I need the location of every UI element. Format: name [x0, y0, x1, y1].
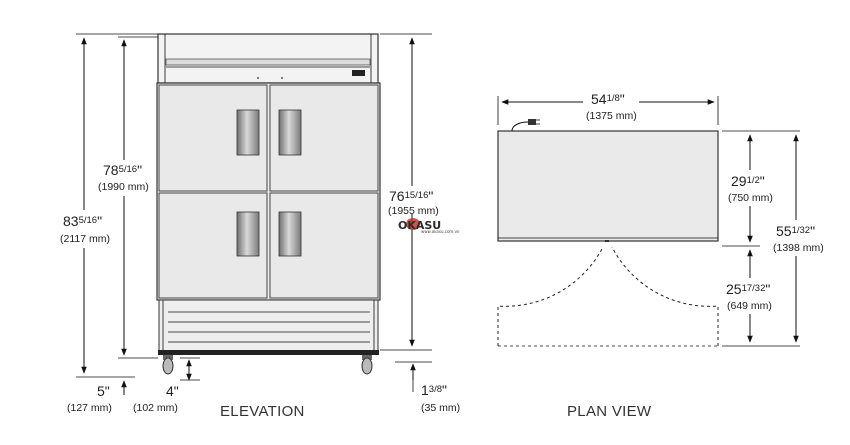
cabinet-height-label: 785/16"	[103, 162, 142, 178]
plan-cabinet	[497, 130, 719, 242]
svg-text:OKASU: OKASU	[398, 219, 441, 232]
watermark-logo: OKASU www.okasu.com.vn	[398, 218, 460, 234]
door-height-metric: (1955 mm)	[388, 205, 439, 217]
svg-text:www.okasu.com.vn: www.okasu.com.vn	[421, 229, 460, 234]
caster-height-label: 5"	[97, 383, 110, 399]
floor-clearance-label: 13/8"	[421, 382, 447, 398]
plan-view: 541/8" (1375 mm) 291/2" (750 mm) 2517/32…	[497, 90, 830, 420]
handle-upper-right	[278, 109, 302, 156]
width-metric: (1375 mm)	[586, 110, 637, 122]
leg-height-label: 4"	[166, 383, 179, 399]
bottom-grille	[158, 299, 379, 353]
plan-view-caption: PLAN VIEW	[567, 403, 652, 420]
handle-lower-right	[278, 211, 302, 257]
elevation-view: 835/16" (2117 mm) 785/16" (1990 mm) 7615…	[60, 33, 460, 420]
door-swing-left	[497, 246, 604, 346]
caster-height-metric: (127 mm)	[67, 402, 112, 414]
depth-label: 291/2"	[731, 173, 765, 189]
door-swing-label: 2517/32"	[726, 281, 770, 297]
floor-clearance-metric: (35 mm)	[421, 402, 460, 414]
power-cord-icon	[511, 119, 540, 132]
door-height-label: 7615/16"	[389, 188, 433, 204]
top-canopy	[157, 33, 379, 84]
overall-height-label: 835/16"	[63, 213, 102, 229]
caster-left	[162, 355, 174, 375]
caster-right	[361, 355, 373, 375]
overall-height-metric: (2117 mm)	[60, 233, 110, 245]
door-swing-metric: (649 mm)	[727, 300, 772, 312]
depth-open-metric: (1398 mm)	[773, 242, 824, 254]
handle-upper-left	[236, 109, 260, 156]
handle-lower-left	[236, 211, 260, 257]
cabinet-height-metric: (1990 mm)	[98, 181, 149, 193]
depth-open-label: 551/32"	[776, 223, 815, 239]
door-swing-right	[611, 246, 719, 346]
control-display	[352, 70, 365, 76]
elevation-caption: ELEVATION	[220, 403, 305, 420]
depth-metric: (750 mm)	[728, 192, 773, 204]
leg-height-metric: (102 mm)	[133, 402, 178, 414]
width-label: 541/8"	[591, 91, 625, 107]
